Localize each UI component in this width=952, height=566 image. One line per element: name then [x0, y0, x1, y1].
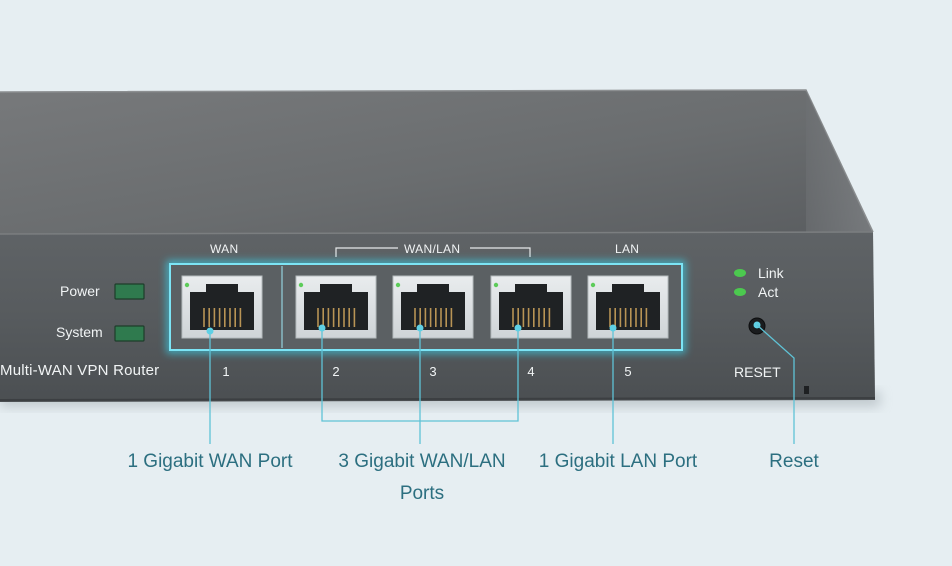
- callout-dots: [206, 324, 617, 335]
- act-label: Act: [758, 284, 779, 300]
- act-led: [734, 288, 746, 296]
- rj45-port-2[interactable]: [295, 275, 377, 339]
- port-number-1: 1: [222, 364, 230, 379]
- system-label: System: [56, 324, 103, 340]
- wan-group-label: WAN: [210, 242, 239, 256]
- link-led: [734, 269, 746, 277]
- callout-lines: [209, 324, 795, 444]
- model-label: Multi-WAN VPN Router: [0, 362, 160, 379]
- port-number-4: 4: [527, 364, 535, 379]
- wan-lan-ports-caption-line2: Ports: [399, 483, 445, 504]
- ethernet-ports: [181, 275, 669, 339]
- rj45-port-5[interactable]: [587, 275, 669, 339]
- wan-lan-bracket: [335, 247, 398, 257]
- wan-lan-group-label: WAN/LAN: [404, 242, 461, 256]
- rj45-port-4[interactable]: [490, 275, 572, 339]
- power-label: Power: [60, 283, 100, 299]
- power-led: [114, 283, 145, 300]
- lan-port-caption: 1 Gigabit LAN Port: [538, 451, 698, 472]
- wan-lan-ports-caption-line1: 3 Gigabit WAN/LAN: [338, 451, 506, 472]
- wan-port-caption: 1 Gigabit WAN Port: [127, 451, 293, 472]
- rj45-port-3[interactable]: [392, 275, 474, 339]
- chassis-notch: [804, 386, 809, 394]
- wan-lan-bracket-right: [470, 247, 531, 257]
- wan-lan-ports-caption: 3 Gigabit WAN/LAN Ports: [322, 446, 522, 510]
- link-label: Link: [758, 265, 784, 281]
- system-led: [114, 325, 145, 342]
- reset-label: RESET: [734, 364, 781, 380]
- rj45-port-1[interactable]: [181, 275, 263, 339]
- front-panel-bottom-edge: [0, 397, 876, 401]
- reset-caption: Reset: [769, 451, 819, 472]
- port-number-2: 2: [332, 364, 340, 379]
- lan-group-label: LAN: [615, 242, 640, 256]
- port-number-5: 5: [624, 364, 632, 379]
- router-top-surface: [0, 90, 873, 234]
- port-number-3: 3: [429, 364, 437, 379]
- front-panel-top-edge: [0, 231, 874, 235]
